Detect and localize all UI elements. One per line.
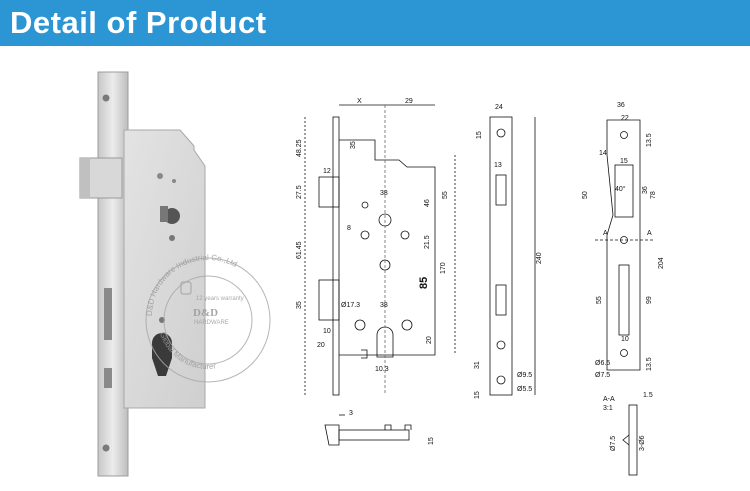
page-title: Detail of Product xyxy=(10,5,267,40)
header-banner: Detail of Product xyxy=(0,0,750,46)
dim-36-side: 36 xyxy=(642,186,649,194)
dim-170: 170 xyxy=(440,262,447,274)
strike-plate-drawing: 36 22 13.5 14 15 50 40° 36 78 A A 204 55… xyxy=(582,102,665,379)
dim-phi-7-5: Ø7.5 xyxy=(595,372,610,379)
dim-55: 55 xyxy=(442,191,449,199)
cylinder-hole xyxy=(152,333,172,376)
faceplate-drawing: 24 15 13 240 31 Ø9.5 15 Ø5.5 xyxy=(474,104,543,399)
dim-15-strike: 15 xyxy=(620,158,628,165)
dim-31: 31 xyxy=(474,361,481,369)
dim-35-top: 35 xyxy=(350,141,357,149)
lock-body xyxy=(123,129,206,409)
dim-48-25: 48.25 xyxy=(296,139,303,157)
dim-35-bottom: 35 xyxy=(296,301,303,309)
dim-12: 12 xyxy=(323,168,331,175)
dim-phi-5-5: Ø5.5 xyxy=(517,386,532,393)
dim-phi-17-3: Ø17.3 xyxy=(341,302,360,309)
dim-78: 78 xyxy=(650,191,657,199)
dim-3-phi-6: 3-Ø6 xyxy=(639,435,646,451)
dim-8: 8 xyxy=(347,225,351,232)
dim-36-top: 36 xyxy=(617,102,625,109)
dim-204: 204 xyxy=(658,257,665,269)
dim-13-5-bottom: 13.5 xyxy=(646,357,653,371)
dim-46: 46 xyxy=(424,199,431,207)
dim-latch-3: 3 xyxy=(349,410,353,417)
dim-22: 22 xyxy=(621,115,629,122)
dim-21-5: 21.5 xyxy=(424,235,431,249)
dim-38-top: 38 xyxy=(380,190,388,197)
dim-15-bottom: 15 xyxy=(474,391,481,399)
dim-29: 29 xyxy=(405,98,413,105)
section-marker-right: A xyxy=(647,230,652,237)
dim-10: 10 xyxy=(323,328,331,335)
dim-10-strike: 10 xyxy=(621,336,629,343)
dim-61-45: 61.45 xyxy=(296,241,303,259)
dim-x: X xyxy=(357,98,362,105)
dim-phi-9-5: Ø9.5 xyxy=(517,372,532,379)
dim-55-strike: 55 xyxy=(596,296,603,304)
dim-85: 85 xyxy=(418,277,430,289)
dim-20-right: 20 xyxy=(426,336,433,344)
dim-27-5: 27.5 xyxy=(296,185,303,199)
dim-40-deg: 40° xyxy=(615,185,626,193)
dim-99: 99 xyxy=(646,296,653,304)
dim-20-left: 20 xyxy=(317,342,325,349)
watermark-sub: HARDWARE xyxy=(194,320,229,326)
main-body-drawing: X 29 48.25 35 12 27.5 46 55 38 8 21.5 61… xyxy=(296,98,456,396)
section-title: A-A xyxy=(603,396,615,403)
technical-drawings: X 29 48.25 35 12 27.5 46 55 38 8 21.5 61… xyxy=(296,98,665,476)
dim-38-bottom: 38 xyxy=(380,302,388,309)
dim-24: 24 xyxy=(495,104,503,111)
watermark-warranty: 12 years warranty xyxy=(196,296,244,302)
faceplate xyxy=(97,71,129,477)
dim-14: 14 xyxy=(599,150,607,157)
dim-10-3: 10.3 xyxy=(375,366,389,373)
dim-240: 240 xyxy=(536,252,543,264)
latch-drawing: 3 15 xyxy=(324,410,435,446)
dim-50: 50 xyxy=(582,191,589,199)
dim-latch-15: 15 xyxy=(428,437,435,445)
dim-15-top: 15 xyxy=(476,131,483,139)
dim-phi-7-5-section: Ø7.5 xyxy=(610,436,617,451)
section-marker-left: A xyxy=(603,230,608,237)
product-photo: D&D Hardware Industrial Co.,Ltd Global M… xyxy=(79,71,271,477)
dim-13-5-top: 13.5 xyxy=(646,133,653,147)
dim-13: 13 xyxy=(494,162,502,169)
watermark-brand: D&D xyxy=(193,307,218,319)
dim-1-5: 1.5 xyxy=(643,392,653,399)
dim-phi-6-5: Ø6.5 xyxy=(595,360,610,367)
section-scale: 3:1 xyxy=(603,405,613,412)
section-a-a-drawing: A-A 3:1 1.5 Ø7.5 3-Ø6 xyxy=(603,392,653,476)
